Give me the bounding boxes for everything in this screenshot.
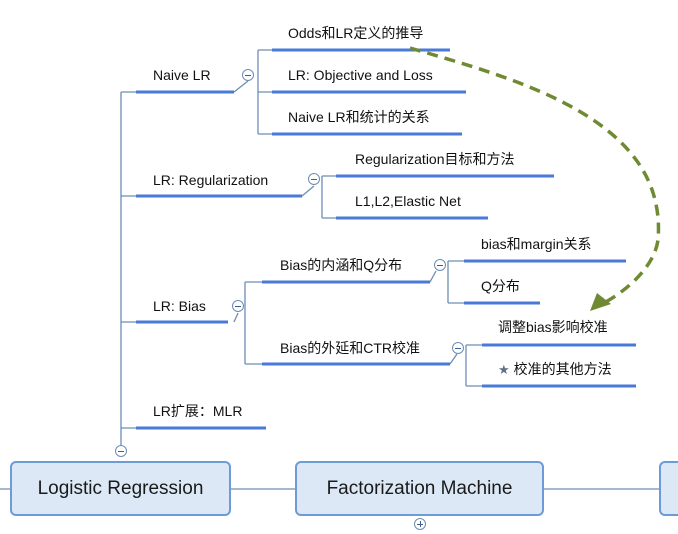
- collapse-icon-bias-external[interactable]: [452, 342, 464, 354]
- collapse-icon-logistic-regression[interactable]: [115, 445, 127, 457]
- topic-q-distribution[interactable]: Q分布: [481, 278, 520, 294]
- topic-bias-external[interactable]: Bias的外延和CTR校准: [280, 340, 421, 356]
- collapse-icon-regularization[interactable]: [308, 173, 320, 185]
- topic-regularization-goals[interactable]: Regularization目标和方法: [355, 151, 515, 167]
- topic-odds-lr-derivation[interactable]: Odds和LR定义的推导: [288, 25, 424, 41]
- topic-l1-l2-elastic-net[interactable]: L1,L2,Elastic Net: [355, 193, 461, 209]
- star-icon: ★: [498, 362, 510, 377]
- topic-naive-lr-statistics[interactable]: Naive LR和统计的关系: [288, 109, 430, 125]
- topic-other-calibration-methods[interactable]: ★校准的其他方法: [498, 360, 612, 379]
- root-topic-factorization-machine[interactable]: Factorization Machine: [295, 461, 544, 516]
- branch-naive-lr[interactable]: Naive LR: [153, 67, 211, 83]
- collapse-icon-bias[interactable]: [232, 300, 244, 312]
- topic-lr-objective-loss[interactable]: LR: Objective and Loss: [288, 67, 433, 83]
- topic-bias-margin[interactable]: bias和margin关系: [481, 236, 592, 252]
- collapse-icon-bias-internal[interactable]: [434, 259, 446, 271]
- branch-lr-bias[interactable]: LR: Bias: [153, 298, 206, 314]
- expand-icon-factorization-machine[interactable]: [414, 518, 426, 530]
- collapse-icon-naive-lr[interactable]: [242, 69, 254, 81]
- root-topic-logistic-regression[interactable]: Logistic Regression: [10, 461, 231, 516]
- topic-other-calibration-label: 校准的其他方法: [513, 361, 612, 377]
- topic-adjust-bias-calibration[interactable]: 调整bias影响校准: [498, 319, 608, 335]
- topic-bias-internal[interactable]: Bias的内涵和Q分布: [280, 257, 403, 273]
- branch-lr-regularization[interactable]: LR: Regularization: [153, 172, 269, 188]
- root-topic-offscreen[interactable]: [659, 461, 678, 516]
- branch-lr-extension[interactable]: LR扩展：MLR: [153, 403, 243, 419]
